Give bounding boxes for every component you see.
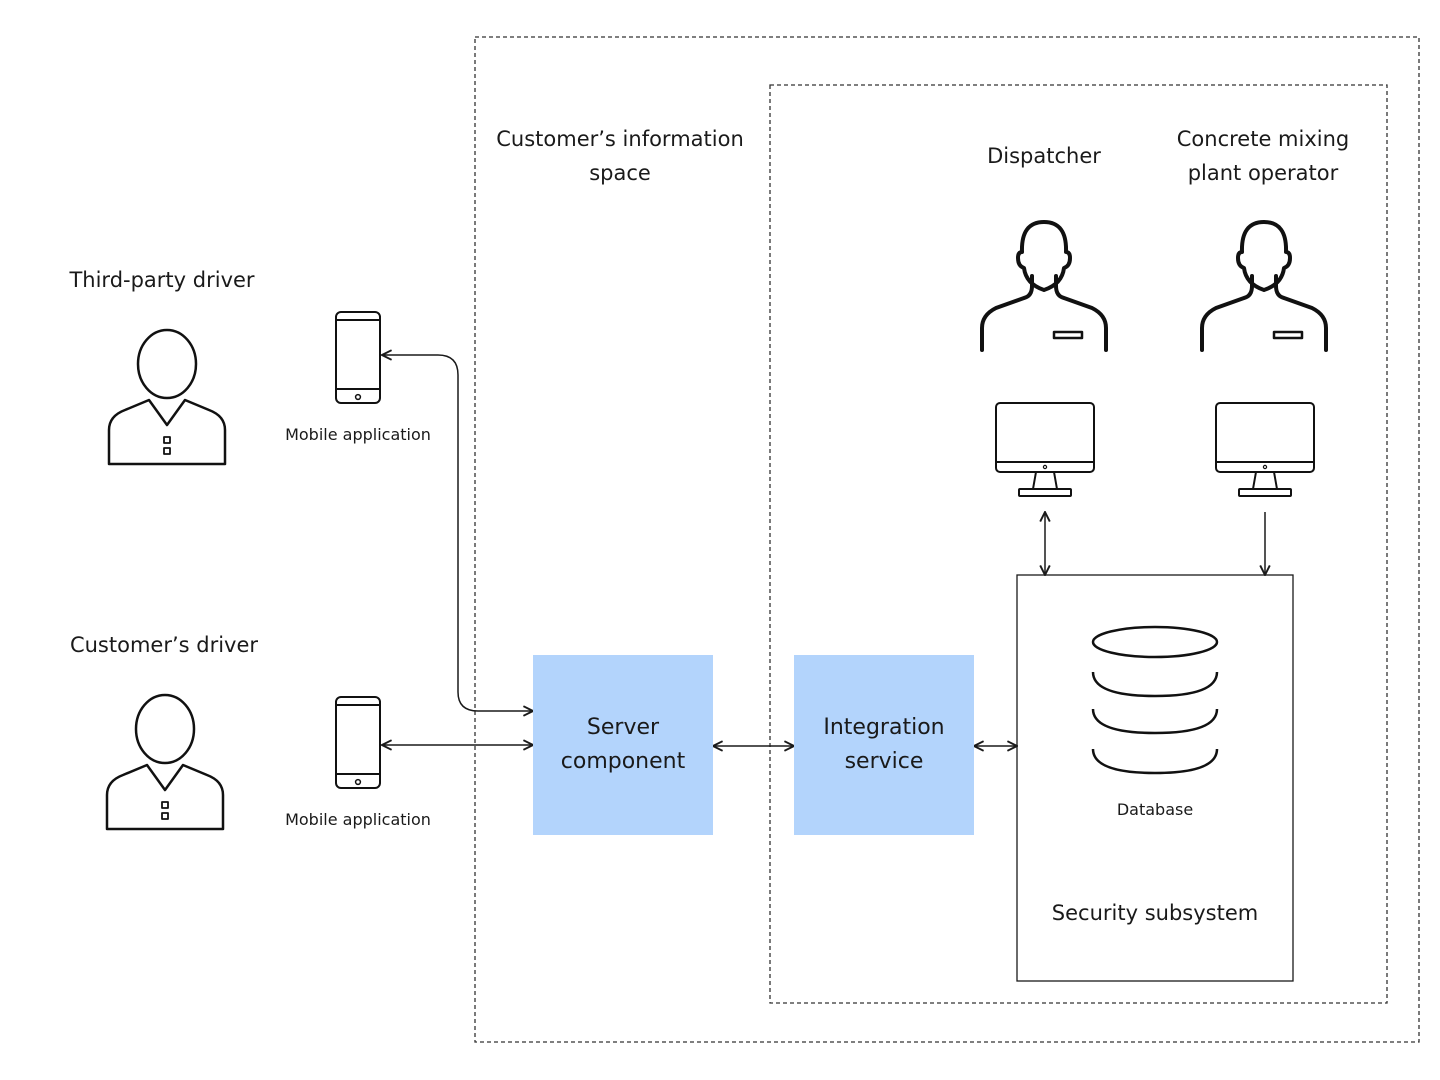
security-subsystem-box: [1016, 574, 1294, 982]
connector-top-phone-server: [382, 355, 533, 711]
mobile-application-label: Mobile application: [285, 810, 431, 829]
mobile-application-label: Mobile application: [285, 425, 431, 444]
smartphone-icon: [335, 311, 381, 404]
desktop-monitor-icon: [995, 402, 1095, 497]
customers-driver-label: Customer’s driver: [69, 633, 259, 657]
smartphone-icon: [335, 696, 381, 789]
staff-person-icon: [980, 220, 1108, 352]
driver-person-icon: [105, 693, 225, 831]
inner-boundary: [769, 84, 1388, 1004]
staff-person-icon: [1200, 220, 1328, 352]
integration-service-box: Integration service: [794, 655, 974, 835]
customers-info-space-label: Customer’s information space: [496, 127, 744, 185]
integration-service-label: Integration service: [823, 715, 945, 774]
driver-person-icon: [107, 328, 227, 466]
server-component-label: Server component: [560, 715, 686, 774]
dispatcher-label: Dispatcher: [987, 144, 1101, 168]
plant-operator-label: Concrete mixing plant operator: [1176, 127, 1350, 185]
desktop-monitor-icon: [1215, 402, 1315, 497]
database-label: Database: [1116, 800, 1194, 819]
server-component-box: Server component: [533, 655, 713, 835]
third-party-driver-label: Third-party driver: [69, 268, 255, 292]
database-icon: [1091, 625, 1219, 775]
security-subsystem-label: Security subsystem: [1051, 901, 1259, 925]
